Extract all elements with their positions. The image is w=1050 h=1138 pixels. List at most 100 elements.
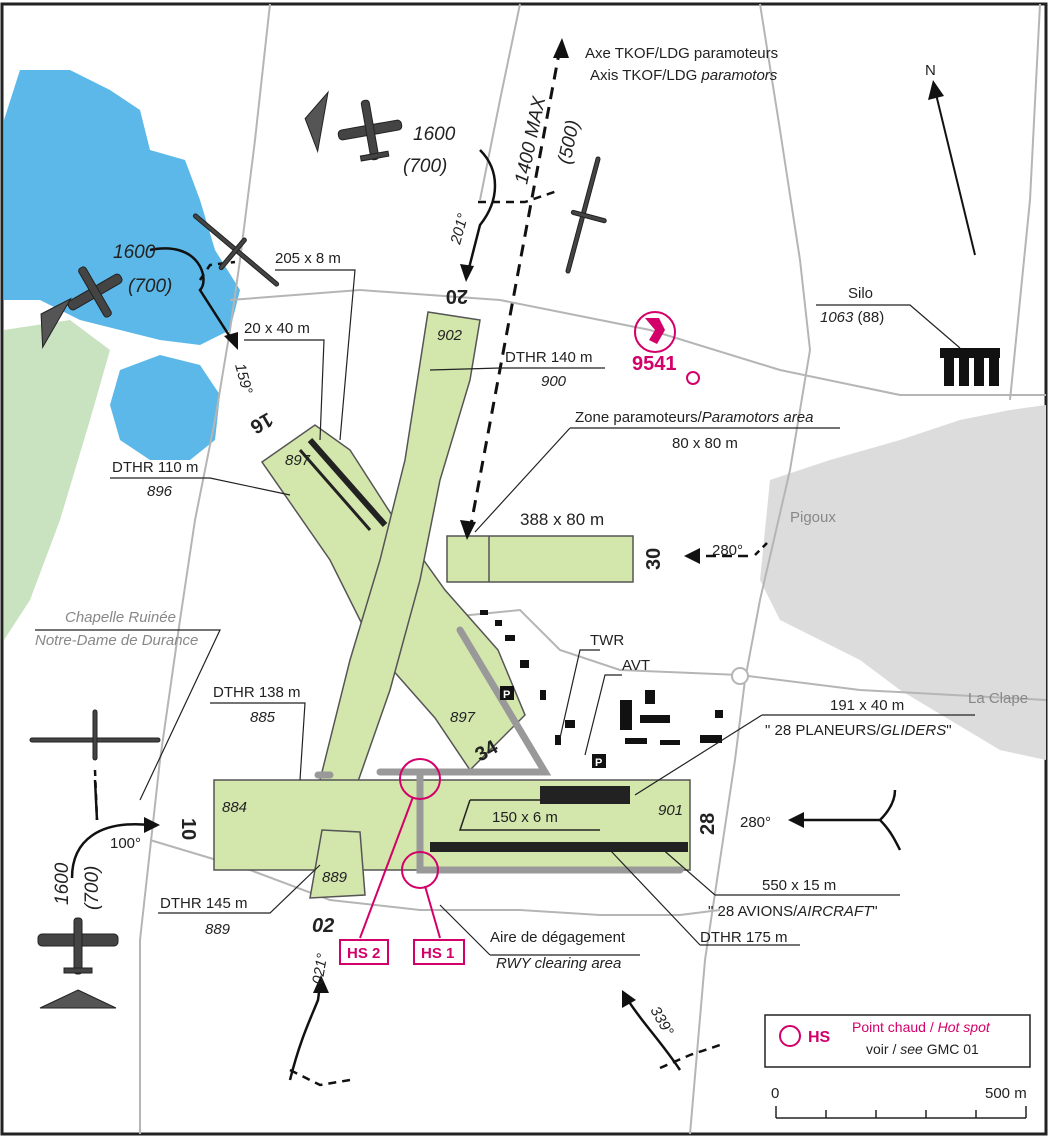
dthr-110-elev: 896 (147, 483, 173, 500)
dthr-175: DTHR 175 m (700, 929, 788, 946)
parking-markers: P P (500, 686, 606, 769)
runway-02-label: 02 (312, 915, 334, 937)
runway-02-20-grass (319, 311, 481, 791)
silo-part (959, 358, 969, 386)
vegetation-area (4, 320, 110, 640)
elevation-897-top: 897 (285, 452, 311, 469)
north-arrow-head (928, 80, 944, 100)
north-circuit (466, 149, 497, 273)
east-lower-head (788, 812, 804, 828)
roads (139, 3, 1047, 1135)
legend-box (764, 1014, 1031, 1068)
avt-label: AVT (622, 657, 650, 674)
hotspot-1-label: HS 1 (421, 945, 454, 962)
runway-550x15 (430, 842, 688, 852)
west-bottom-head (144, 817, 160, 833)
lake-south (110, 355, 220, 460)
building (520, 660, 529, 668)
silo-part (989, 358, 999, 386)
dthr-110: DTHR 110 m (112, 459, 198, 476)
scale-bar (775, 1106, 1027, 1119)
paramotor-zone-dim: 80 x 80 m (672, 435, 738, 452)
obstacle-marker (686, 371, 700, 385)
east-lower-circuit (800, 789, 902, 851)
runway-150x6 (458, 799, 600, 831)
legend-hotspot-text: Point chaud / Hot spot (852, 1019, 991, 1035)
silo-part (974, 358, 984, 386)
aircraft-icons (29, 90, 607, 1009)
clearing-area-fr: Aire de dégagement (490, 929, 626, 946)
glider-strip-2 (298, 449, 372, 531)
scale-end: 500 m (985, 1085, 1027, 1102)
gliders-label: " 28 PLANEURS/GLIDERS" (765, 722, 952, 739)
leader (439, 904, 640, 956)
dthr-138-elev: 885 (250, 709, 276, 726)
scale-start: 0 (771, 1085, 779, 1102)
southeast-circuit-head (622, 990, 636, 1008)
dthr-145-elev: 889 (205, 921, 231, 938)
hotspot-1-box (413, 939, 465, 965)
road (479, 3, 521, 201)
elevation-902: 902 (437, 327, 463, 344)
elevation-889: 889 (322, 869, 348, 886)
leader (584, 674, 622, 756)
road (689, 3, 812, 1135)
north-arrow-line (934, 89, 976, 256)
parking-box (592, 754, 606, 768)
paved-runways (298, 438, 688, 852)
east-upper-dash (754, 539, 771, 556)
building (700, 735, 722, 743)
airplane-icon (67, 266, 123, 318)
dthr-140: DTHR 140 m (505, 349, 593, 366)
airplane-icon (37, 917, 119, 975)
runway-191x40 (540, 786, 630, 804)
runway-10-label: 10 (177, 818, 199, 840)
hotspots (339, 311, 700, 965)
glider-icon (565, 156, 607, 274)
taxiway (416, 771, 684, 874)
legend-see-text: voir / see GMC 01 (866, 1041, 979, 1057)
building (660, 740, 680, 745)
south-circuit-dash (289, 1068, 351, 1087)
building (540, 690, 546, 700)
dim-205x8: 205 x 8 m (275, 250, 341, 267)
parking-letter: P (595, 757, 602, 769)
road (419, 608, 1047, 701)
chapelle-label: Chapelle Ruinée (65, 609, 176, 626)
hang-glider-icon (39, 989, 117, 1009)
silo-part (940, 348, 1000, 358)
building (645, 690, 655, 704)
pigoux-label: Pigoux (790, 509, 836, 526)
north-circuit-alt-sub: (700) (403, 156, 447, 177)
twr-label: TWR (590, 632, 624, 649)
obstacle-icon (645, 318, 665, 344)
silo-elevation: 1063 (88) (820, 309, 884, 326)
west-bottom-dash (93, 769, 99, 821)
hang-glider-icon (304, 90, 329, 154)
dim-191x40: 191 x 40 m (830, 697, 904, 714)
south-circuit-heading: 021° (309, 952, 331, 986)
glider-strip (307, 438, 388, 527)
taxiway (376, 626, 552, 776)
road (229, 289, 361, 301)
paramotor-axis-line (468, 47, 562, 531)
elevation-897-mid: 897 (450, 709, 476, 726)
road (149, 839, 721, 916)
leader (659, 846, 900, 896)
taxiways (314, 626, 684, 874)
clearing-area-en: RWY clearing area (496, 955, 621, 972)
roundabout (731, 667, 749, 685)
leader (275, 269, 356, 441)
runway-28-label: 28 (697, 813, 719, 835)
aircraft-label: " 28 AVIONS/AIRCRAFT" (708, 903, 878, 920)
dthr-138: DTHR 138 m (213, 684, 301, 701)
terrain-layer (4, 70, 1046, 760)
road (139, 3, 271, 1134)
west-circuit-head (224, 332, 238, 350)
leader (429, 367, 605, 371)
obstacle-symbol (634, 311, 676, 353)
north-circuit-head (460, 264, 474, 282)
runway-30-label: 30 (643, 548, 665, 570)
building (555, 735, 561, 745)
hotspot-1-leader (424, 885, 441, 939)
